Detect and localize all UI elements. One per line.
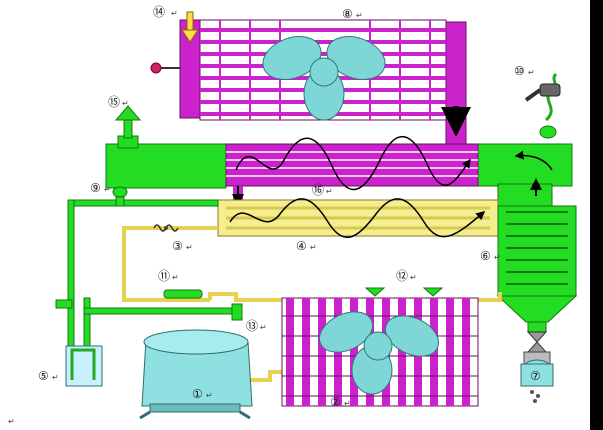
label-9: ⑨ bbox=[90, 181, 101, 195]
label-1: ① bbox=[192, 387, 203, 401]
label-14: ⑭ bbox=[153, 5, 165, 19]
label-10: ⑩ bbox=[514, 64, 525, 78]
label-7: ⑦ bbox=[530, 369, 541, 383]
label-13: ⑬ bbox=[246, 319, 258, 333]
dewpoint-pipe bbox=[55, 199, 243, 387]
top-cooler-tubes bbox=[199, 19, 447, 121]
top-fan-icon bbox=[262, 36, 386, 121]
svg-text:↵: ↵ bbox=[172, 273, 179, 282]
label-8: ⑧ bbox=[342, 7, 353, 21]
thermometer-icon bbox=[112, 186, 128, 207]
label-5: ⑤ bbox=[38, 369, 49, 383]
lower-condenser bbox=[281, 297, 479, 407]
svg-text:↵: ↵ bbox=[8, 417, 15, 426]
svg-text:↵: ↵ bbox=[122, 99, 129, 108]
compressor-icon bbox=[139, 329, 253, 420]
filter-drier-icon bbox=[163, 289, 203, 299]
capillary-coil-icon bbox=[153, 224, 179, 232]
label-2: ② bbox=[330, 395, 341, 409]
svg-text:↵: ↵ bbox=[528, 68, 535, 77]
drain-knob-icon bbox=[150, 62, 180, 74]
svg-text:↵: ↵ bbox=[104, 185, 111, 194]
svg-text:↵: ↵ bbox=[344, 399, 351, 408]
label-4: ④ bbox=[296, 239, 307, 253]
label-11: ⑪ bbox=[158, 269, 170, 283]
svg-text:↵: ↵ bbox=[206, 391, 213, 400]
svg-text:↵: ↵ bbox=[356, 11, 363, 20]
bottom-fan-icon bbox=[319, 311, 439, 395]
label-3: ③ bbox=[172, 239, 183, 253]
svg-text:↵: ↵ bbox=[310, 243, 317, 252]
air-heat-exchanger bbox=[225, 136, 479, 206]
separator-tower bbox=[496, 150, 578, 333]
svg-text:↵: ↵ bbox=[410, 273, 417, 282]
label-6: ⑥ bbox=[480, 249, 491, 263]
component-labels: ⑭ ↵ ⑧ ↵ ⑩ ↵ ⑮ ↵ ⑨ ↵ ⑯ ↵ ③ ↵ ④ ↵ ⑥ ↵ ⑪ ↵ … bbox=[8, 5, 541, 426]
top-cooler bbox=[150, 11, 471, 145]
svg-text:↵: ↵ bbox=[326, 187, 333, 196]
pressure-gauge-icon bbox=[524, 72, 561, 139]
label-12: ⑫ bbox=[396, 269, 408, 283]
label-15: ⑮ bbox=[108, 95, 120, 109]
evaporator bbox=[217, 198, 499, 239]
inlet-arrow-icon bbox=[181, 11, 199, 43]
svg-text:↵: ↵ bbox=[260, 323, 267, 332]
drain-valve-icon bbox=[520, 331, 554, 403]
svg-text:↵: ↵ bbox=[52, 373, 59, 382]
refrigerant-lines bbox=[122, 224, 502, 382]
svg-text:↵: ↵ bbox=[186, 243, 193, 252]
svg-text:↵: ↵ bbox=[494, 253, 501, 262]
svg-text:↵: ↵ bbox=[171, 9, 178, 18]
label-16: ⑯ bbox=[312, 183, 324, 197]
upper-air-pipe bbox=[105, 105, 573, 211]
outlet-arrow-icon bbox=[114, 105, 142, 139]
